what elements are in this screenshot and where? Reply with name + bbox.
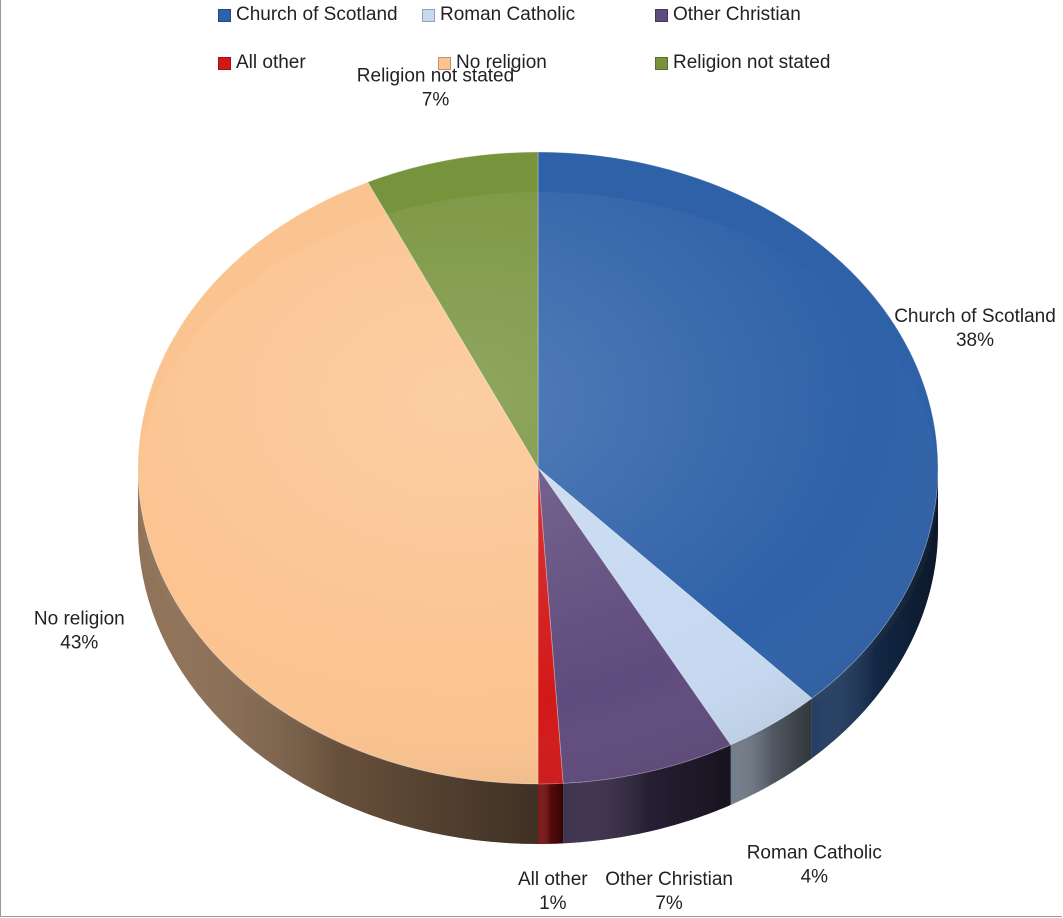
- legend-swatch: [438, 56, 451, 70]
- legend-swatch: [218, 56, 231, 70]
- legend-label: All other: [236, 52, 306, 73]
- legend-swatch: [218, 8, 231, 22]
- legend: Church of Scotland Roman Catholic Other …: [218, 4, 918, 80]
- legend-item-church-of-scotland: Church of Scotland: [218, 4, 398, 26]
- legend-item-roman-catholic: Roman Catholic: [422, 4, 575, 26]
- legend-label: Religion not stated: [673, 52, 831, 73]
- legend-item-religion-not-stated: Religion not stated: [655, 52, 830, 74]
- legend-item-no-religion: No religion: [438, 52, 547, 74]
- legend-label: No religion: [456, 52, 547, 73]
- legend-swatch: [422, 8, 435, 22]
- legend-label: Roman Catholic: [440, 4, 576, 25]
- legend-label: Church of Scotland: [236, 4, 398, 25]
- legend-swatch: [655, 8, 668, 22]
- legend-swatch: [655, 56, 668, 70]
- legend-label: Other Christian: [673, 4, 801, 25]
- pie-side-shading: [538, 783, 564, 844]
- legend-item-other-christian: Other Christian: [655, 4, 801, 26]
- legend-item-all-other: All other: [218, 52, 306, 74]
